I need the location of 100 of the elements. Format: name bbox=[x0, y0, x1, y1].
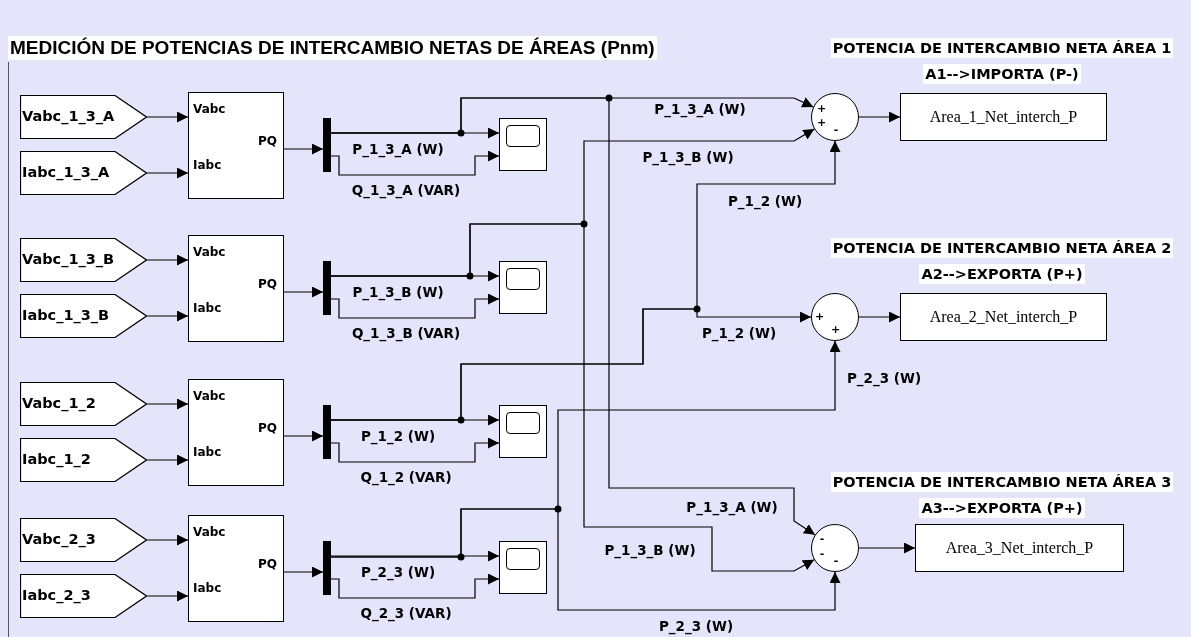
edge-label: P_1_3_B (W) bbox=[352, 284, 444, 300]
edge-label: Q_2_3 (VAR) bbox=[360, 605, 452, 621]
signal-line bbox=[858, 111, 901, 123]
area-heading: POTENCIA DE INTERCAMBIO NETA ÁREA 2 bbox=[830, 238, 1174, 258]
signal-tag bbox=[20, 151, 147, 195]
diagram-title: MEDICIÓN DE POTENCIAS DE INTERCAMBIO NETAS DE ÁREAS (Pnm) bbox=[8, 36, 657, 60]
signal-tag bbox=[20, 382, 147, 426]
edge-label: Q_1_3_B (VAR) bbox=[351, 325, 461, 341]
signal-line bbox=[858, 311, 901, 323]
output-name: Area_1_Net_interch_P bbox=[929, 107, 1078, 127]
edge-label: P_1_3_A (W) bbox=[352, 141, 444, 157]
signal-line bbox=[330, 293, 500, 319]
sign-label: + bbox=[817, 103, 825, 114]
signal-line bbox=[283, 430, 324, 442]
signal-line bbox=[330, 97, 816, 536]
edge-label: P_1_3_B (W) bbox=[604, 542, 696, 558]
scope-block bbox=[499, 118, 547, 171]
output-block bbox=[900, 93, 1107, 141]
area-heading: POTENCIA DE INTERCAMBIO NETA ÁREA 3 bbox=[830, 472, 1174, 492]
signal-line bbox=[146, 167, 189, 179]
output-name: Area_2_Net_interch_P bbox=[929, 307, 1078, 327]
demux-bar bbox=[323, 541, 331, 595]
power-measurement-block bbox=[188, 379, 284, 486]
signal-line bbox=[146, 590, 189, 602]
demux-bar bbox=[323, 405, 331, 459]
signal-line bbox=[330, 150, 500, 176]
edge-label: P_2_3 (W) bbox=[846, 370, 922, 386]
port-label: Vabc bbox=[193, 390, 226, 402]
edge-label: P_1_2 (W) bbox=[360, 428, 436, 444]
signal-line bbox=[146, 111, 189, 123]
edge-label: P_1_3_A (W) bbox=[654, 101, 746, 117]
port-label: PQ bbox=[258, 278, 277, 290]
signal-line bbox=[146, 398, 189, 410]
sign-label: - bbox=[818, 533, 826, 544]
edge-label: P_1_3_B (W) bbox=[642, 149, 734, 165]
signal-line bbox=[330, 437, 500, 463]
signal-tag bbox=[20, 294, 147, 338]
tag-label: Vabc_1_2 bbox=[21, 394, 96, 414]
edge-label: Q_1_2 (VAR) bbox=[360, 469, 452, 485]
port-label: PQ bbox=[258, 135, 277, 147]
scope-block bbox=[499, 541, 547, 594]
demux-bar bbox=[323, 118, 331, 172]
signal-tag bbox=[20, 574, 147, 618]
signal-tag bbox=[20, 238, 147, 282]
signal-line bbox=[330, 223, 815, 572]
port-label: Vabc bbox=[193, 526, 226, 538]
tag-label: Vabc_2_3 bbox=[21, 530, 96, 550]
signal-line bbox=[330, 308, 812, 421]
signal-line bbox=[330, 550, 500, 562]
signal-line bbox=[330, 508, 841, 611]
scope-block bbox=[499, 261, 547, 314]
sign-label: - bbox=[818, 548, 826, 559]
area-heading: A3-->EXPORTA (P+) bbox=[919, 498, 1085, 518]
signal-line bbox=[283, 286, 324, 298]
signal-line bbox=[858, 542, 916, 554]
edge-label: P_1_2 (W) bbox=[727, 193, 803, 209]
power-measurement-block bbox=[188, 515, 284, 622]
port-label: Vabc bbox=[193, 246, 226, 258]
edge-label: P_2_3 (W) bbox=[658, 618, 734, 634]
port-label: Vabc bbox=[193, 103, 226, 115]
edge-label: P_2_3 (W) bbox=[360, 564, 436, 580]
tag-label: Iabc_2_3 bbox=[21, 586, 91, 606]
sign-label: + bbox=[817, 117, 825, 128]
power-measurement-block bbox=[188, 92, 284, 199]
tag-label: Iabc_1_3_B bbox=[21, 306, 110, 326]
sign-label: - bbox=[832, 124, 840, 135]
signal-tag bbox=[20, 518, 147, 562]
port-label: PQ bbox=[258, 558, 277, 570]
output-name: Area_3_Net_interch_P bbox=[945, 538, 1094, 558]
edge-label: P_1_2 (W) bbox=[701, 325, 777, 341]
area-heading: A2-->EXPORTA (P+) bbox=[919, 264, 1085, 284]
port-label: PQ bbox=[258, 422, 277, 434]
sign-label: - bbox=[832, 555, 840, 566]
signal-line bbox=[146, 254, 189, 266]
output-block bbox=[915, 524, 1124, 572]
tag-label: Vabc_1_3_B bbox=[21, 250, 115, 270]
signal-line bbox=[146, 534, 189, 546]
signal-line bbox=[283, 143, 324, 155]
signal-line bbox=[283, 566, 324, 578]
signal-tag bbox=[20, 438, 147, 482]
port-label: Iabc bbox=[193, 446, 222, 458]
tag-label: Vabc_1_3_A bbox=[21, 107, 115, 127]
signal-line bbox=[330, 573, 500, 599]
area-heading: A1-->IMPORTA (P-) bbox=[923, 64, 1081, 84]
signal-tag bbox=[20, 95, 147, 139]
signal-line bbox=[146, 310, 189, 322]
power-measurement-block bbox=[188, 235, 284, 342]
edge-label: P_1_3_A (W) bbox=[686, 499, 778, 515]
tag-label: Iabc_1_3_A bbox=[21, 163, 110, 183]
sign-label: + bbox=[815, 311, 823, 322]
output-block bbox=[900, 293, 1107, 341]
scope-block bbox=[499, 405, 547, 458]
signal-line bbox=[146, 454, 189, 466]
edge-label: Q_1_3_A (VAR) bbox=[351, 182, 461, 198]
port-label: Iabc bbox=[193, 582, 222, 594]
port-label: Iabc bbox=[193, 302, 222, 314]
port-label: Iabc bbox=[193, 159, 222, 171]
area-heading: POTENCIA DE INTERCAMBIO NETA ÁREA 1 bbox=[830, 38, 1174, 58]
demux-bar bbox=[323, 261, 331, 315]
tag-label: Iabc_1_2 bbox=[21, 450, 91, 470]
